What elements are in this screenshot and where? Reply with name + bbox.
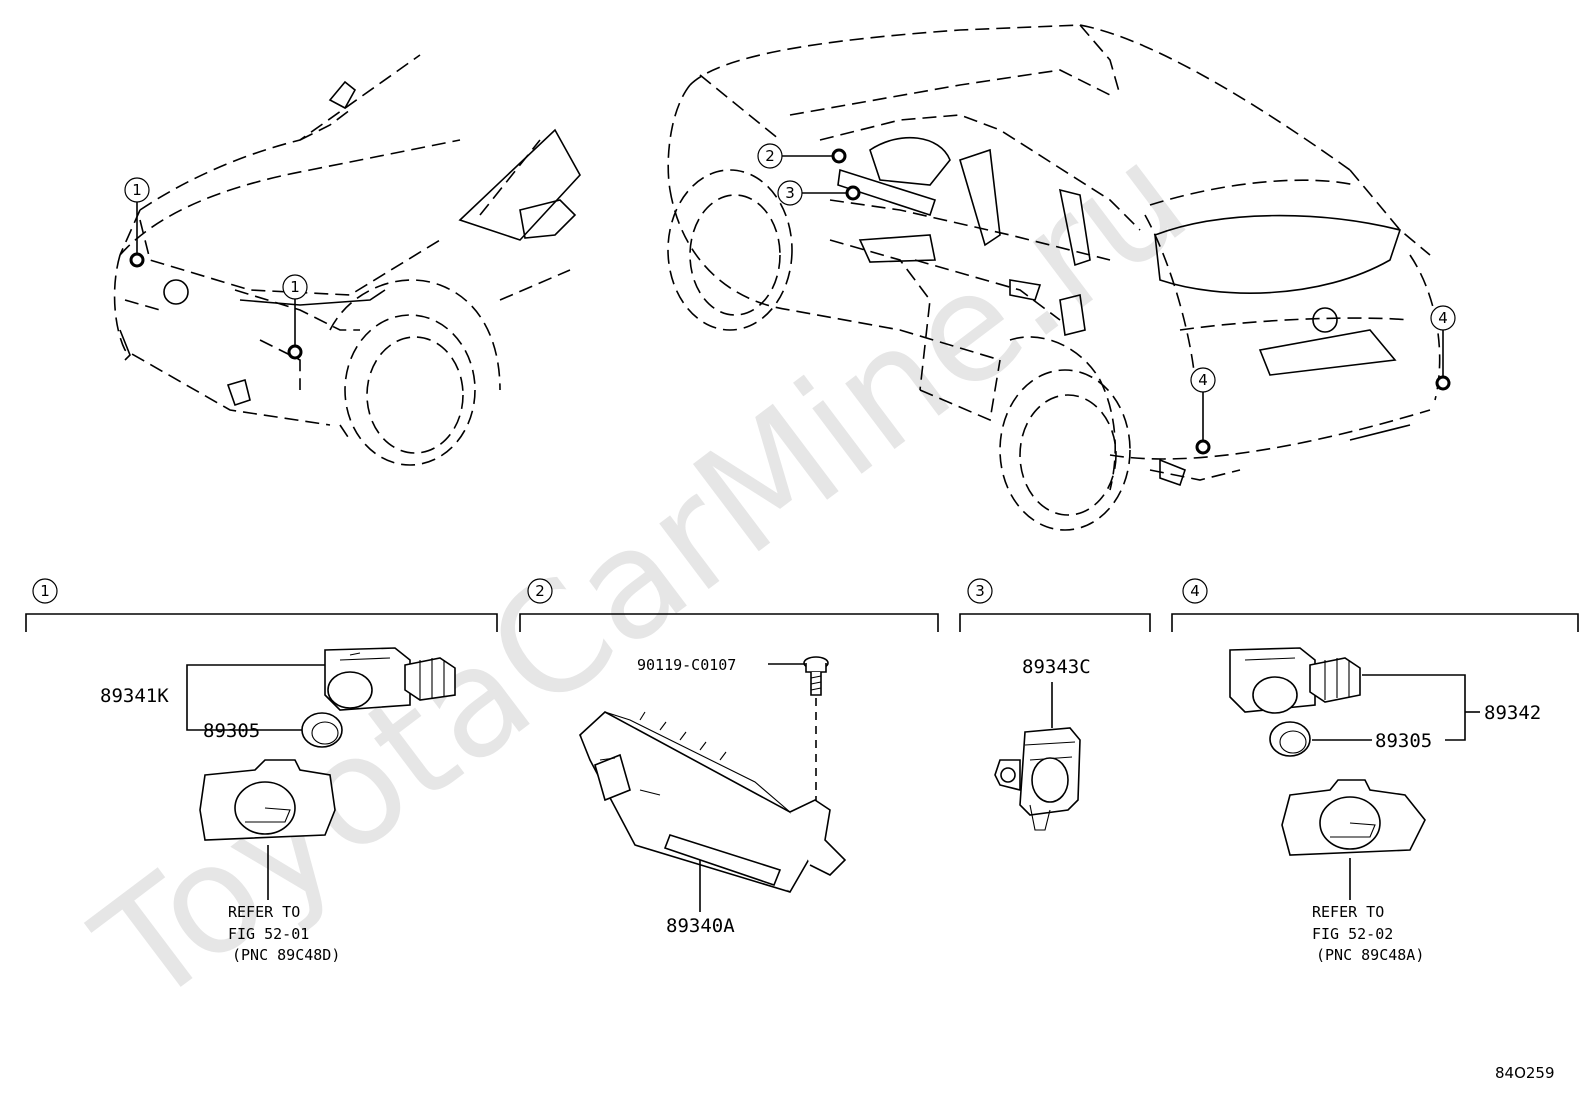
front-refer-line2: FIG 52-01 [228, 925, 309, 943]
svg-text:4: 4 [1190, 582, 1200, 600]
svg-text:2: 2 [765, 147, 775, 165]
front-vehicle-view [113, 54, 581, 466]
group-4-bracket: 4 [1171, 578, 1579, 632]
svg-text:3: 3 [785, 184, 795, 202]
rear-vehicle-view [667, 24, 1441, 531]
callout-3: 3 [777, 180, 861, 206]
ecu-part [578, 711, 847, 894]
front-refer-line1: REFER TO [228, 903, 300, 921]
callout-4-left: 4 [1190, 367, 1216, 455]
svg-text:1: 1 [132, 181, 142, 199]
part-number-89341k: 89341K [100, 685, 169, 707]
rear-sensor-part [1229, 647, 1361, 714]
rear-refer-line3: (PNC 89C48A) [1316, 946, 1424, 964]
part-number-89343c: 89343C [1022, 656, 1091, 678]
front-sensor-leaders [186, 664, 325, 900]
front-retainer-part [301, 712, 343, 748]
part-number-89305-rear: 89305 [1375, 730, 1432, 752]
front-refer-line3: (PNC 89C48D) [232, 946, 340, 964]
part-number-90119-c0107: 90119-C0107 [637, 656, 736, 674]
diagram-code: 84O259 [1495, 1064, 1555, 1082]
svg-text:4: 4 [1198, 371, 1208, 389]
front-sensor-part [324, 647, 456, 711]
rear-bezel-part [1281, 779, 1426, 856]
callout-1-left: 1 [124, 177, 150, 268]
part-number-89305-front: 89305 [203, 720, 260, 742]
front-bezel-part [199, 759, 336, 841]
part-number-89342: 89342 [1484, 702, 1541, 724]
svg-text:2: 2 [535, 582, 545, 600]
callout-4-right: 4 [1430, 305, 1456, 391]
group-3-bracket: 3 [959, 578, 1151, 632]
svg-text:4: 4 [1438, 309, 1448, 327]
callout-2: 2 [757, 143, 847, 169]
svg-text:3: 3 [975, 582, 985, 600]
svg-text:1: 1 [290, 278, 300, 296]
rear-refer-line2: FIG 52-02 [1312, 925, 1393, 943]
rear-sensor-leaders [1312, 674, 1480, 900]
svg-text:1: 1 [40, 582, 50, 600]
buzzer-part [994, 727, 1081, 831]
rear-refer-line1: REFER TO [1312, 903, 1384, 921]
watermark: ToyotaCarMine.ru [66, 111, 1218, 1039]
bolt-part [803, 656, 829, 860]
callout-1-right: 1 [282, 274, 308, 360]
part-number-89340a: 89340A [666, 915, 735, 937]
rear-retainer-part [1269, 721, 1311, 757]
group-1-bracket: 1 [25, 578, 498, 632]
group-2-bracket: 2 [519, 578, 939, 632]
